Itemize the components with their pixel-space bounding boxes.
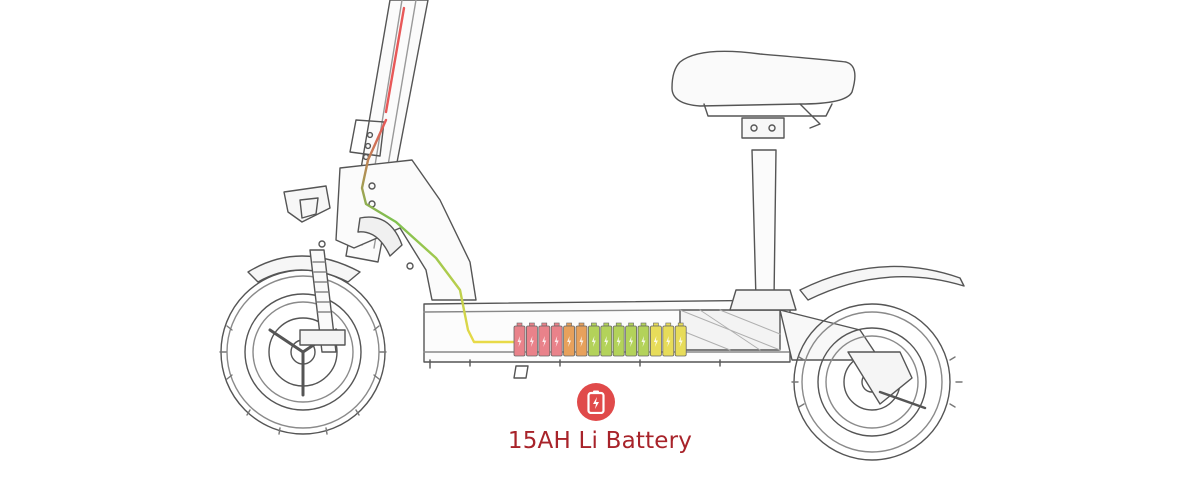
battery-icon [587,390,605,414]
battery-cell-cap [553,322,560,327]
battery-cell-cap [653,322,659,327]
battery-cell-bolt [529,336,534,347]
battery-cell-bolt [678,336,683,347]
front-wheel [219,269,387,435]
battery-cell-cap [541,322,548,327]
battery-cell-bolt [542,336,547,347]
battery-cell-bolt [616,336,621,347]
battery-cell-bolt [666,336,671,347]
battery-cell-bolt [604,336,609,347]
battery-cell-bolt [641,336,646,347]
battery-wire [360,118,516,344]
battery-cell-cap [640,322,647,327]
battery-pack [513,322,687,357]
seat [671,50,856,129]
front-fork [299,249,346,353]
battery-cell-cap [578,322,585,327]
battery-cell-cap [615,322,622,327]
battery-caption: 15AH Li Battery [507,428,693,454]
battery-cell-cap [665,322,672,327]
battery-badge [577,383,615,421]
battery-cell-bolt [579,336,584,347]
battery-cell-bolt [591,336,596,347]
rear-wheel [791,303,963,461]
battery-cell-bolt [567,336,572,347]
battery-cell-cap [591,322,597,327]
battery-cell-bolt [629,336,634,347]
battery-cell-bolt [653,336,658,347]
battery-cell-cap [529,322,535,327]
battery-cell-cap [677,322,684,327]
battery-cell-cap [628,322,634,327]
battery-cell-bolt [517,336,522,347]
battery-cell-cap [516,322,523,327]
seat-post [729,117,797,311]
battery-cell-cap [603,322,610,327]
battery-cell-cap [566,322,572,327]
battery-cell-bolt [554,336,559,347]
